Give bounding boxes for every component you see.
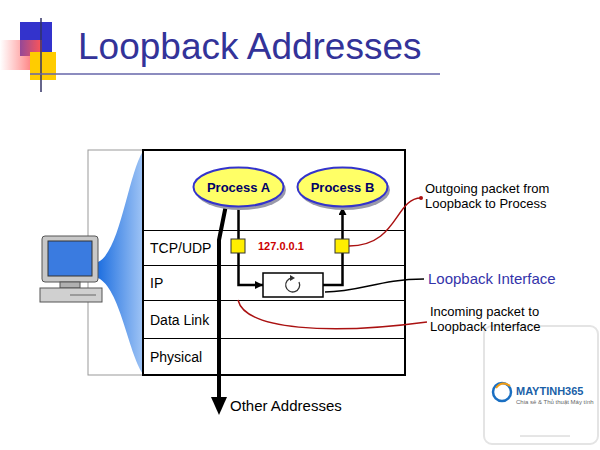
destination-label: Other Addresses — [230, 397, 342, 414]
node-label: IP — [150, 275, 163, 291]
computer-icon — [40, 236, 102, 302]
watermark-logo — [493, 383, 511, 401]
watermark-tagline: Chia sẻ & Thủ thuật Máy tính — [516, 399, 594, 406]
layer-band: Data Link — [143, 300, 405, 338]
callout-text: Incoming packet to Loopback Interface — [430, 305, 580, 335]
other-addresses-arrow — [211, 205, 227, 415]
address-label: 127.0.0.1 — [258, 240, 304, 253]
watermark-rule — [520, 436, 570, 437]
leader-line — [238, 300, 427, 329]
callout-text: Outgoing packet from Loopback to Process — [425, 182, 575, 212]
title-rule — [30, 73, 440, 75]
port-square — [335, 239, 349, 253]
deco-square — [30, 52, 56, 80]
layer-band: Physical — [143, 338, 405, 375]
ellipse-fill — [194, 168, 284, 207]
port-square — [231, 239, 245, 253]
loop-symbol — [286, 275, 300, 292]
node-label: TCP/UDP — [150, 240, 211, 256]
watermark-text: MAYTINH365 — [516, 385, 583, 398]
callout-text: Loopback Interface — [428, 270, 556, 287]
watermark-panel — [484, 326, 598, 444]
node-label: Data Link — [150, 312, 209, 328]
ellipse-fill — [298, 168, 388, 207]
node-label: Process B — [311, 180, 375, 195]
node-label: Physical — [150, 349, 202, 365]
slide-title: Loopback Addresses — [78, 26, 422, 69]
loopback-interface-box — [263, 273, 323, 297]
arrow-head — [255, 281, 263, 289]
node-label: Process A — [207, 180, 270, 195]
process-ellipse: Process B — [296, 166, 389, 208]
zoom-shape — [98, 151, 143, 374]
stack-outline — [143, 150, 405, 375]
leader-line — [325, 279, 424, 292]
process-ellipse: Process A — [192, 166, 285, 208]
deco-line — [40, 18, 42, 92]
